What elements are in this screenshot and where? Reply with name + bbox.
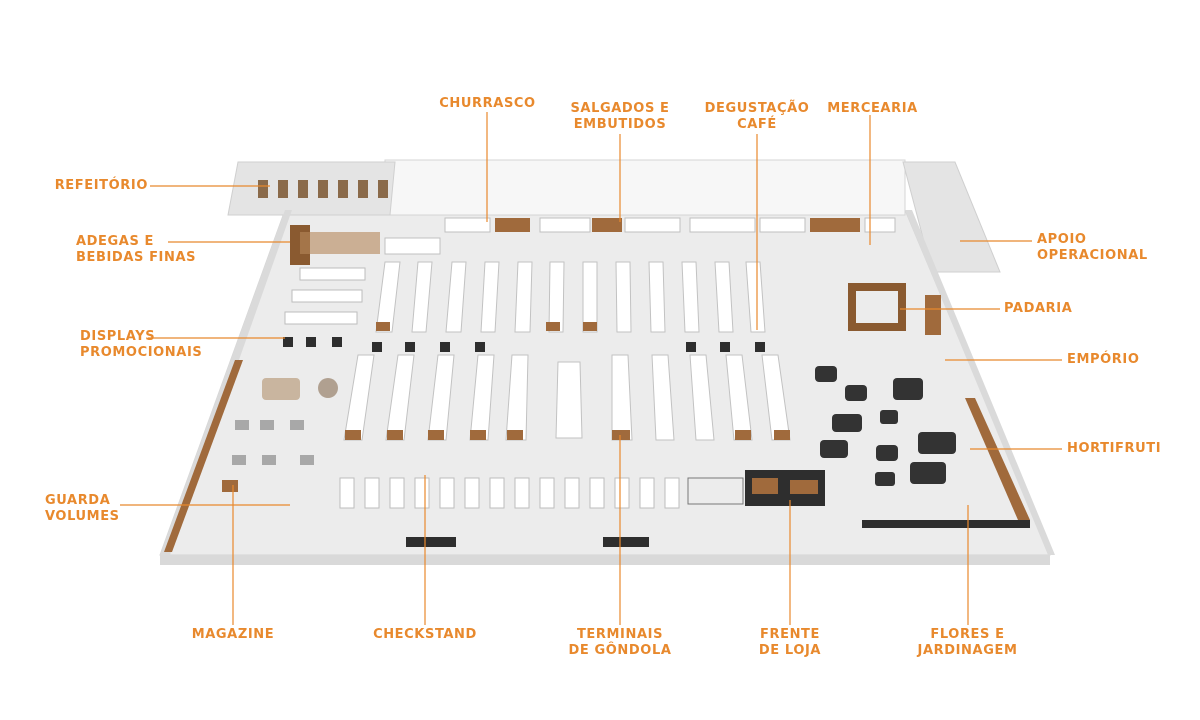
label-guarda-line-2: VOLUMES — [45, 509, 120, 524]
back-counters — [444, 217, 896, 233]
promo-displays — [283, 337, 765, 352]
label-displays-line-2: PROMOCIONAIS — [80, 345, 203, 360]
label-apoio-line-1: APOIO — [1037, 232, 1087, 247]
label-apoio-operacional: APOIO OPERACIONAL — [1037, 232, 1167, 264]
label-adegas-line-1: ADEGAS E — [76, 234, 155, 249]
label-displays-line-1: DISPLAYS — [80, 329, 156, 344]
label-apoio-line-2: OPERACIONAL — [1037, 248, 1148, 263]
label-salgados-line-2: EMBUTIDOS — [573, 117, 667, 132]
label-degustacao-line-1: DEGUSTAÇÃO — [704, 101, 810, 116]
label-salgados-line-1: SALGADOS E — [570, 101, 670, 116]
label-emporio-line-1: EMPÓRIO — [1067, 352, 1140, 367]
front-bench-left — [406, 537, 456, 547]
hortifruti-islands — [815, 366, 956, 486]
adegas-area — [290, 225, 441, 265]
label-frente-line-1: FRENTE — [760, 627, 820, 642]
label-mercearia: MERCEARIA — [815, 101, 930, 117]
label-mercearia-line-1: MERCEARIA — [827, 101, 918, 116]
floor-front-edge — [160, 555, 1050, 565]
front-bench-right — [603, 537, 649, 547]
flores-counter — [862, 520, 1030, 528]
leader-lines — [120, 112, 1062, 625]
label-guarda-volumes: GUARDA VOLUMES — [45, 493, 145, 525]
label-refeitorio-line-1: REFEITÓRIO — [54, 178, 148, 193]
back-wall — [384, 159, 906, 216]
label-frente-line-2: DE LOJA — [758, 643, 822, 658]
label-hortifruti-line-1: HORTIFRUTI — [1067, 441, 1162, 456]
hortifruti-wall-shelving — [965, 398, 1030, 520]
right-wall — [905, 210, 1055, 555]
label-magazine: MAGAZINE — [183, 627, 283, 643]
label-checkstand: CHECKSTAND — [365, 627, 485, 643]
label-frente-loja: FRENTE DE LOJA — [740, 627, 840, 659]
padaria-area — [848, 283, 941, 335]
label-refeitorio: REFEITÓRIO — [30, 178, 148, 194]
label-adegas-line-2: BEBIDAS FINAS — [76, 250, 197, 265]
label-churrasco: CHURRASCO — [430, 96, 545, 112]
magazine-area — [222, 378, 338, 492]
label-emporio: EMPÓRIO — [1067, 352, 1167, 368]
label-degustacao-cafe: DEGUSTAÇÃO CAFÉ — [697, 101, 817, 133]
refeitorio-tables — [258, 180, 388, 198]
refeitorio-room — [227, 161, 396, 216]
label-padaria-line-1: PADARIA — [1004, 301, 1073, 316]
label-adegas-bebidas: ADEGAS E BEBIDAS FINAS — [76, 234, 206, 266]
label-flores-line-1: FLORES E — [930, 627, 1005, 642]
label-hortifruti: HORTIFRUTI — [1067, 441, 1177, 457]
label-churrasco-line-1: CHURRASCO — [439, 96, 536, 111]
label-terminais-line-1: TERMINAIS — [576, 627, 664, 642]
gondola-terminals — [345, 322, 790, 440]
label-terminais-gondola: TERMINAIS DE GÔNDOLA — [560, 627, 680, 659]
left-wall — [160, 210, 292, 555]
label-flores-line-2: JARDINAGEM — [917, 643, 1018, 658]
label-degustacao-line-2: CAFÉ — [737, 117, 777, 132]
label-magazine-line-1: MAGAZINE — [191, 627, 275, 642]
left-refrigerated-islands — [284, 267, 366, 325]
left-wall-shelving — [164, 360, 243, 552]
label-displays-promocionais: DISPLAYS PROMOCIONAIS — [80, 329, 210, 361]
front-of-store — [687, 470, 825, 506]
label-padaria: PADARIA — [1004, 301, 1104, 317]
label-terminais-line-2: DE GÔNDOLA — [568, 643, 672, 658]
gondolas-front-row — [343, 354, 791, 441]
label-flores-jardinagem: FLORES E JARDINAGEM — [905, 627, 1030, 659]
label-guarda-line-1: GUARDA — [45, 493, 111, 508]
gondolas-back-row — [375, 261, 766, 333]
label-salgados-embutidos: SALGADOS E EMBUTIDOS — [560, 101, 680, 133]
label-checkstand-line-1: CHECKSTAND — [373, 627, 477, 642]
